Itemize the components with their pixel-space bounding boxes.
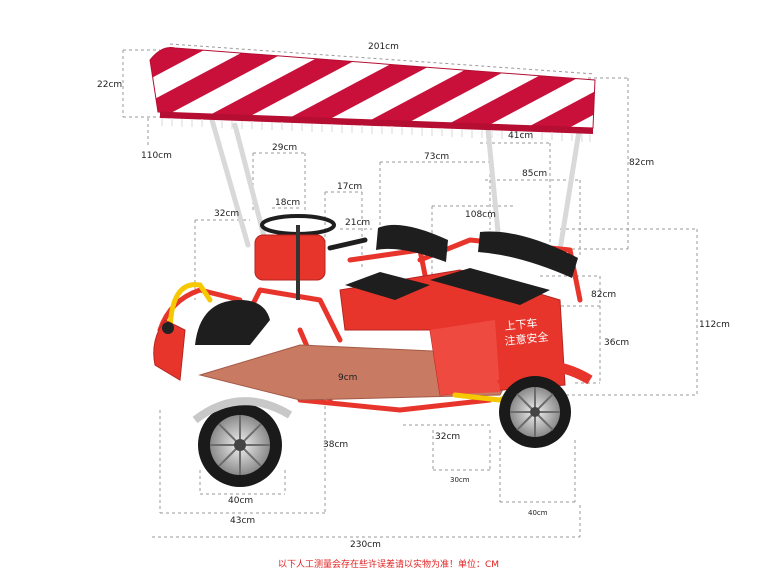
dim-seat-back: 82cm [591,290,617,300]
dim-canopy-length: 201cm [368,42,399,52]
dim-floor: 9cm [338,373,358,383]
dim-fringe-drop: 110cm [141,151,172,161]
dim-canopy-height: 22cm [97,80,123,90]
dim-rear-seat-length: 108cm [465,210,496,220]
safety-text-line2: 注意安全 [504,329,549,348]
surrey-bike-illustration: 上下车 注意安全 [149,47,596,487]
dim-rear-track: 30cm [450,476,470,484]
dim-front-track: 43cm [230,516,256,526]
front-seat [195,300,270,345]
striped-canopy [149,47,596,142]
dim-rear-bench-width: 73cm [424,152,450,162]
dim-overall-length: 230cm [350,540,381,550]
dim-roof-to-seat: 82cm [629,158,655,168]
dim-steering-column: 29cm [272,143,298,153]
safety-text-line1: 上下车 [504,316,538,333]
front-wheel [192,397,293,487]
steering-assembly [254,214,368,300]
dim-steering-wheel: 18cm [275,198,301,208]
rear-bench-seat [345,224,578,305]
dim-front-wheel-dia: 40cm [228,496,254,506]
rear-wheel [496,361,593,448]
dim-frame-span: 85cm [522,169,548,179]
dim-rear-box: 36cm [604,338,630,348]
dim-rear-wheel-dia: 40cm [528,509,548,517]
dim-wheel-to-roof: 41cm [508,131,534,141]
dim-overall-height: 112cm [699,320,730,330]
dim-ground-clearance: 38cm [323,440,349,450]
dim-front-seat: 32cm [214,209,240,219]
dim-rear-wheel-well: 32cm [435,432,461,442]
dim-handle-to-seat: 21cm [345,218,371,228]
measurement-disclaimer: 以下人工测量会存在些许误差请以实物为准！单位：CM [277,560,500,570]
dim-handlebar: 17cm [337,182,363,192]
